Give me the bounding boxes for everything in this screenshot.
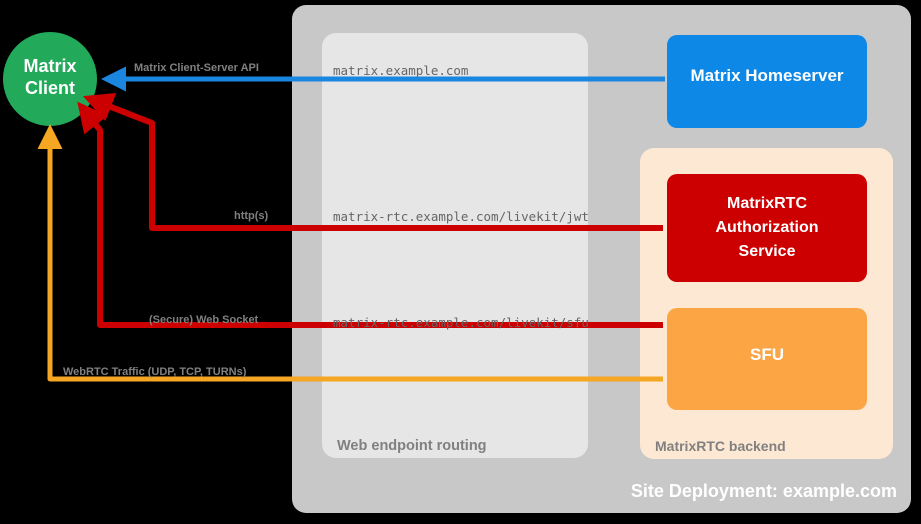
site-deployment-caption: Site Deployment: example.com [630, 481, 897, 501]
matrix-client-node [3, 32, 97, 126]
edge-livekit-sfu [77, 101, 663, 328]
edge-label-webrtc-traffic: WebRTC Traffic (UDP, TCP, TURNs) [63, 366, 247, 378]
matrix-homeserver-node [667, 35, 867, 128]
edge-webrtc-traffic [37, 124, 663, 382]
sfu-node [667, 308, 867, 410]
auth-label-line3: Service [738, 243, 796, 260]
matrix-client-label-line1: Matrix [23, 56, 77, 76]
endpoint-label-matrix-example-com: matrix.example.com [333, 63, 469, 78]
endpoint-label-livekit-sfu: matrix-rtc.example.com/livekit/sfu [333, 315, 589, 330]
matrix-client-label-line2: Client [24, 78, 75, 98]
matrix-client-label: Matrix Client [4, 55, 96, 99]
matrixrtc-authorization-service-label: MatrixRTC Authorization Service [667, 192, 867, 264]
auth-label-line2: Authorization [715, 219, 819, 236]
endpoint-label-livekit-jwt: matrix-rtc.example.com/livekit/jwt [333, 209, 589, 224]
matrix-homeserver-label: Matrix Homeserver [690, 66, 844, 85]
sfu-label: SFU [750, 345, 784, 364]
edge-livekit-jwt [82, 92, 663, 231]
edge-label-https: http(s) [234, 210, 269, 222]
edge-label-client-server-api: Matrix Client-Server API [134, 62, 259, 74]
edge-label-secure-web-socket: (Secure) Web Socket [149, 314, 259, 326]
auth-label-line1: MatrixRTC [726, 195, 807, 212]
web-endpoint-routing-caption: Web endpoint routing [337, 438, 487, 454]
web-endpoint-routing-container [322, 33, 588, 458]
matrixrtc-authorization-service-node [667, 174, 867, 282]
matrixrtc-backend-caption: MatrixRTC backend [655, 438, 786, 454]
